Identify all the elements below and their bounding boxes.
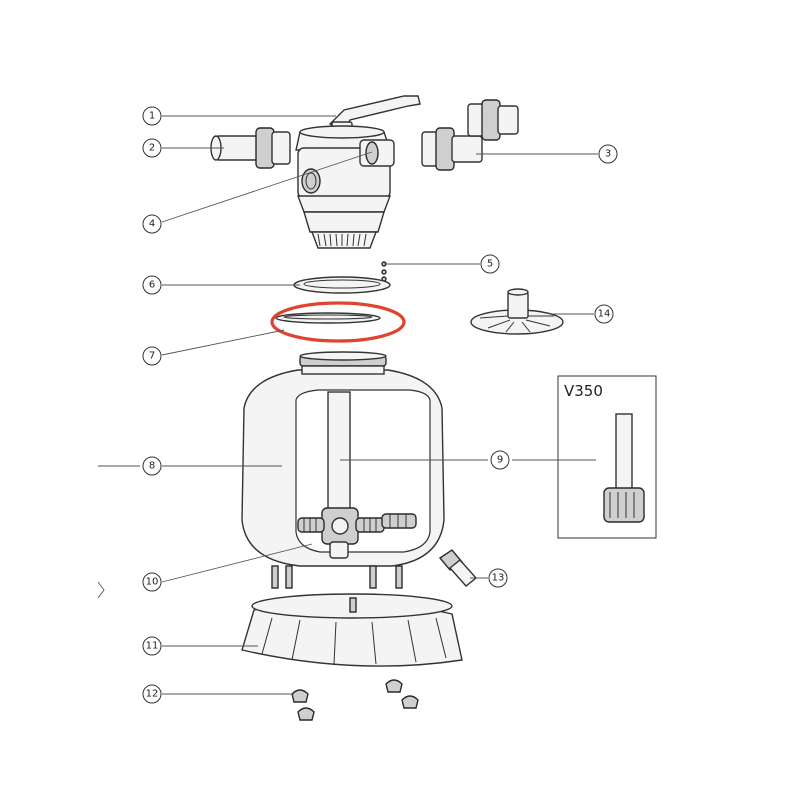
callout-label: 6 [149,280,155,291]
part-10-laterals [297,507,417,559]
callout-5: 5 [480,254,500,274]
callout-13: 13 [488,568,508,588]
callout-8: 8 [142,456,162,476]
callout-label: 9 [497,455,503,466]
callout-7: 7 [142,346,162,366]
callout-label: 10 [146,577,159,588]
callout-label: 2 [149,143,155,154]
callout-4: 4 [142,214,162,234]
part-13-drain-plug [438,549,478,587]
callout-3: 3 [598,144,618,164]
highlight-ring [270,301,406,343]
callout-12: 12 [142,684,162,704]
inset-label: V350 [564,382,603,400]
part-6-clamp-ring [293,276,391,294]
leader-lines [97,115,598,695]
part-3-union-right [421,99,519,171]
part-5-screws [381,261,387,282]
callout-label: 1 [149,111,155,122]
part-12-clips [291,679,419,721]
callout-10: 10 [142,572,162,592]
callout-1: 1 [142,106,162,126]
callout-label: 3 [605,149,611,160]
callout-2: 2 [142,138,162,158]
callout-label: 14 [598,309,611,320]
callout-9: 9 [490,450,510,470]
inset-v350 [557,375,657,539]
callout-14: 14 [594,304,614,324]
callout-label: 5 [487,259,493,270]
part-1-multiport-valve [295,95,421,249]
part-14-diffuser [470,288,564,335]
callout-label: 13 [492,573,505,584]
callout-11: 11 [142,636,162,656]
callout-label: 8 [149,461,155,472]
callout-label: 7 [149,351,155,362]
callout-label: 11 [146,641,159,652]
callout-6: 6 [142,275,162,295]
part-7-o-ring [275,312,381,324]
part-9-center-pipe [327,391,351,511]
callout-label: 12 [146,689,159,700]
callout-label: 4 [149,219,155,230]
part-11-base-stand [241,593,463,667]
